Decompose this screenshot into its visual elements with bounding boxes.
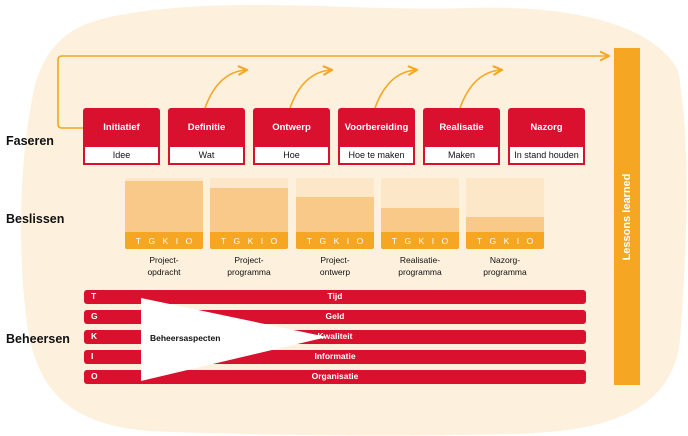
- tgkio-letter: G: [489, 235, 497, 246]
- tgkio-letter: T: [306, 235, 312, 246]
- row-label-faseren: Faseren: [6, 134, 54, 148]
- tgkio-letter: O: [185, 235, 193, 246]
- phase-nazorg: Nazorg In stand houden: [508, 108, 585, 165]
- tgkio-letter: O: [270, 235, 278, 246]
- phase-sub: Maken: [423, 147, 500, 165]
- tgkio-letter: K: [418, 235, 425, 246]
- tgkio-letter: T: [476, 235, 482, 246]
- phase-definitie: Definitie Wat: [168, 108, 245, 165]
- phase-ontwerp: Ontwerp Hoe: [253, 108, 330, 165]
- aspect-letter: T: [91, 291, 97, 301]
- row-label-beheersen: Beheersen: [6, 332, 70, 346]
- phase-name: Initiatief: [83, 108, 160, 147]
- phase-sub: Hoe te maken: [338, 147, 415, 165]
- phase-initiatief: Initiatief Idee: [83, 108, 160, 165]
- phase-realisatie: Realisatie Maken: [423, 108, 500, 165]
- phase-sub: Idee: [83, 147, 160, 165]
- beheersaspecten-label: Beheersaspecten: [150, 333, 221, 343]
- document-fill: [466, 217, 544, 232]
- tgkio-letter: G: [319, 235, 327, 246]
- aspect-letter: K: [91, 331, 98, 341]
- aspect-name: Tijd: [327, 291, 343, 301]
- document-fill: [296, 197, 374, 232]
- document-fill: [210, 188, 288, 232]
- tgkio-letter: O: [441, 235, 449, 246]
- phase-sub: Hoe: [253, 147, 330, 165]
- aspect-letter: G: [91, 311, 98, 321]
- phase-name: Nazorg: [508, 108, 585, 147]
- phase-name: Ontwerp: [253, 108, 330, 147]
- document-fill: [125, 181, 203, 232]
- phase-voorbereiding: Voorbereiding Hoe te maken: [338, 108, 415, 165]
- tgkio-letter: I: [516, 235, 520, 246]
- tgkio-letter: I: [260, 235, 264, 246]
- tgkio-letter: G: [148, 235, 156, 246]
- tgkio-letter: I: [431, 235, 435, 246]
- aspect-letter: O: [91, 371, 98, 381]
- decision-label: Project-opdracht: [147, 255, 181, 277]
- phase-name: Voorbereiding: [338, 108, 415, 147]
- decision-label: Nazorg-programma: [483, 255, 527, 277]
- tgkio-letter: K: [247, 235, 254, 246]
- document-fill: [381, 208, 459, 232]
- decision-label: Realisatie-programma: [398, 255, 442, 277]
- aspect-letter: I: [91, 351, 94, 361]
- row-label-beslissen: Beslissen: [6, 212, 65, 226]
- tgkio-letter: K: [162, 235, 169, 246]
- phase-sub: In stand houden: [508, 147, 585, 165]
- aspect-bar-tijd: T Tijd: [84, 290, 586, 304]
- tgkio-letter: K: [503, 235, 510, 246]
- tgkio-letter: K: [333, 235, 340, 246]
- phase-sub: Wat: [168, 147, 245, 165]
- aspect-name: Organisatie: [311, 371, 359, 381]
- tgkio-letter: T: [135, 235, 141, 246]
- aspect-name: Kwaliteit: [317, 331, 353, 341]
- tgkio-letter: I: [346, 235, 350, 246]
- decision-label: Project-programma: [227, 255, 271, 277]
- tgkio-letter: O: [356, 235, 364, 246]
- aspect-bar-organisatie: O Organisatie: [84, 370, 586, 384]
- tgkio-letter: G: [233, 235, 241, 246]
- phase-name: Realisatie: [423, 108, 500, 147]
- tgkio-letter: I: [175, 235, 179, 246]
- aspect-name: Informatie: [314, 351, 356, 361]
- phase-name: Definitie: [168, 108, 245, 147]
- lessons-learned-label: Lessons learned: [621, 173, 633, 260]
- tgkio-letter: T: [220, 235, 226, 246]
- aspect-name: Geld: [325, 311, 345, 321]
- decision-label: Project-ontwerp: [319, 255, 351, 277]
- aspect-bar-geld: G Geld: [84, 310, 586, 324]
- tgkio-letter: T: [391, 235, 397, 246]
- tgkio-letter: G: [404, 235, 412, 246]
- lessons-learned-bar: Lessons learned: [614, 48, 640, 385]
- aspect-bar-informatie: I Informatie: [84, 350, 586, 364]
- tgkio-letter: O: [526, 235, 534, 246]
